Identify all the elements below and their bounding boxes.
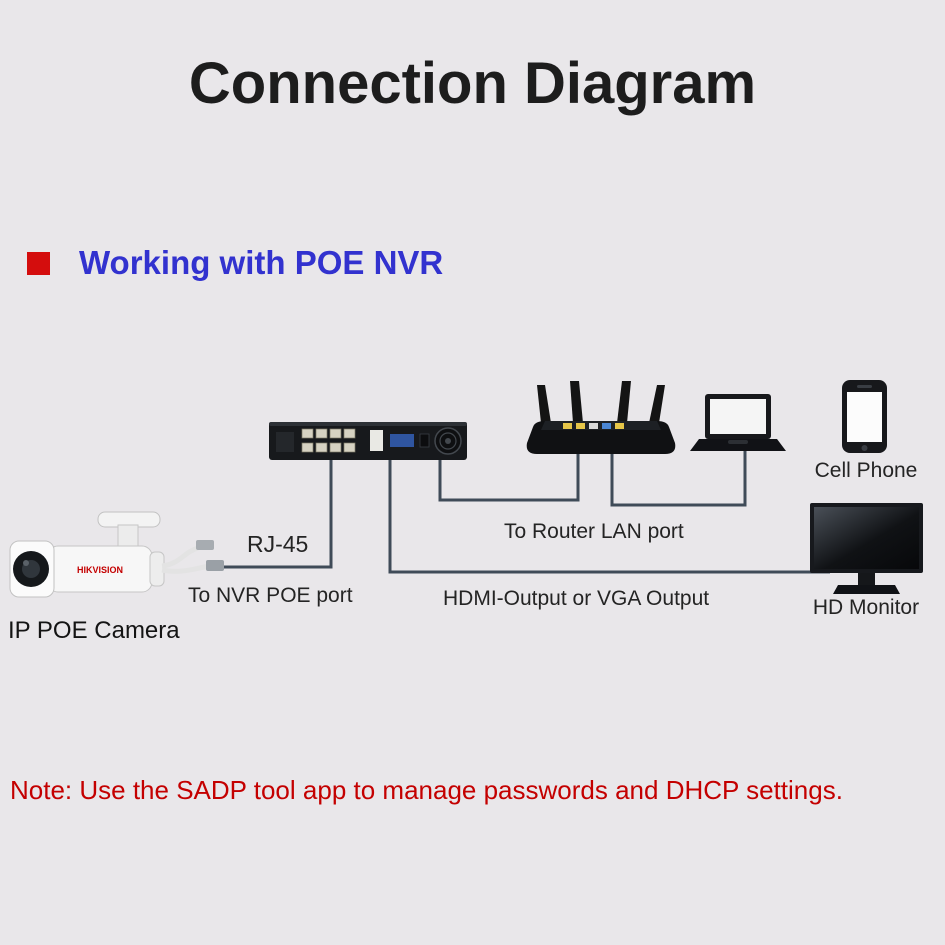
nvr-fan [434, 427, 462, 455]
line-nvr-to-monitor [388, 458, 830, 574]
camera-cable-connector-2 [206, 560, 224, 571]
monitor-base [833, 585, 900, 594]
label-router-lan-port: To Router LAN port [504, 520, 684, 543]
hd-monitor-illustration [810, 503, 923, 594]
camera-brand-label: HIKVISION [77, 565, 123, 575]
monitor-screen [814, 507, 919, 569]
laptop-screen [710, 399, 766, 434]
router-ports [563, 423, 624, 429]
laptop-base [690, 439, 786, 451]
ip-poe-camera-illustration: HIKVISION [9, 511, 224, 598]
label-ip-poe-camera: IP POE Camera [8, 617, 180, 644]
nvr-top-highlight [269, 422, 467, 426]
camera-lens-glint [23, 560, 29, 566]
phone-home-button [861, 445, 868, 451]
laptop-trackpad [728, 440, 748, 444]
section-heading: Working with POE NVR [79, 244, 444, 281]
nvr-usb-port [370, 430, 383, 451]
section-heading-row: Working with POE NVR [27, 244, 443, 282]
label-hdmi-vga-output: HDMI-Output or VGA Output [443, 587, 710, 610]
router-top-face [541, 421, 661, 430]
nvr-vga-port [390, 434, 414, 447]
phone-screen [847, 392, 882, 442]
label-cell-phone: Cell Phone [814, 459, 918, 482]
nvr-poe-ports [301, 428, 356, 453]
poe-nvr-illustration [269, 422, 467, 460]
nvr-hdmi-port [419, 433, 430, 448]
cell-phone-illustration [842, 380, 887, 453]
red-square-bullet-icon [27, 251, 50, 275]
camera-cable-1 [161, 545, 199, 569]
router-antennas [537, 381, 665, 423]
laptop-illustration [690, 394, 786, 451]
camera-back-cap [149, 551, 165, 587]
router-illustration [526, 381, 676, 454]
label-hd-monitor: HD Monitor [812, 596, 920, 619]
label-rj45: RJ-45 [247, 531, 309, 557]
note-text: Note: Use the SADP tool app to manage pa… [10, 775, 843, 805]
phone-speaker [857, 385, 872, 388]
monitor-neck [858, 573, 875, 585]
page-title: Connection Diagram [188, 51, 757, 116]
camera-cable-connector-1 [196, 540, 214, 550]
label-nvr-poe-port: To NVR POE port [188, 584, 353, 607]
camera-mount-arm [117, 524, 139, 550]
nvr-side-panel [276, 432, 294, 452]
